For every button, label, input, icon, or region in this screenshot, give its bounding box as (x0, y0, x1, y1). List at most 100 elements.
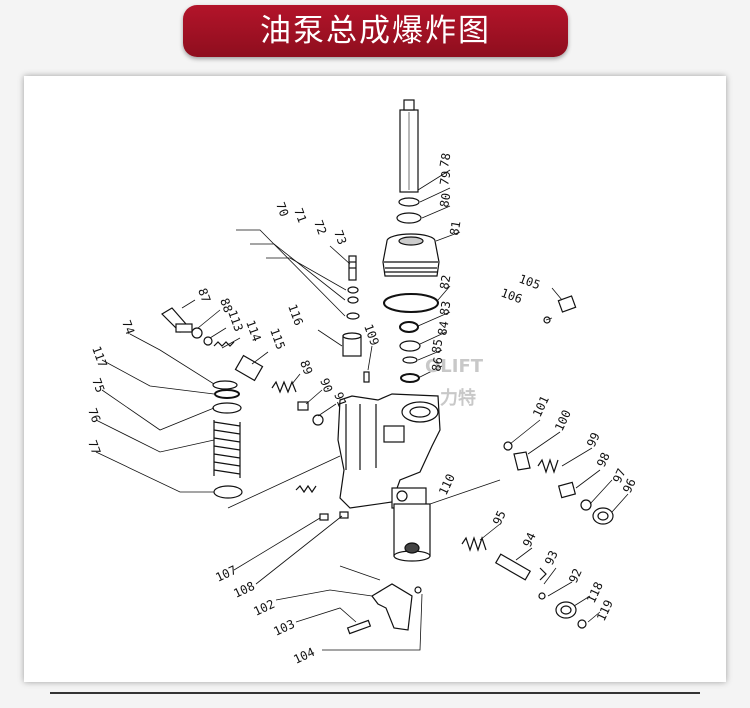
part-93 (539, 567, 547, 581)
part-72 (347, 286, 359, 294)
part-label-82: 82 (437, 274, 453, 291)
part-label-110: 110 (436, 472, 458, 498)
part-label-76: 76 (85, 406, 103, 424)
part-115 (234, 354, 264, 382)
part-label-78: 78 (437, 152, 453, 169)
part-label-89: 89 (297, 358, 315, 376)
part-74 (212, 380, 238, 390)
part-label-72: 72 (311, 218, 329, 236)
part-label-113: 113 (225, 308, 246, 333)
part-label-93: 93 (542, 548, 561, 567)
part-76 (213, 420, 241, 478)
part-label-115: 115 (267, 326, 288, 351)
part-90 (297, 401, 309, 411)
part-86 (400, 373, 420, 383)
part-label-81: 81 (447, 220, 463, 237)
part-103 (346, 619, 372, 635)
part-label-103: 103 (271, 617, 297, 639)
part-label-83: 83 (437, 300, 453, 317)
part-108 (339, 511, 349, 519)
part-102 (371, 583, 413, 631)
part-label-97: 97 (610, 466, 629, 485)
part-label-94: 94 (520, 530, 539, 549)
part-label-101: 101 (530, 394, 552, 420)
part-95 (461, 536, 487, 552)
part-label-96: 96 (620, 476, 639, 495)
part-label-116: 116 (285, 302, 306, 327)
part-99 (537, 458, 559, 474)
part-110 (393, 503, 431, 562)
part-label-87: 87 (195, 286, 213, 304)
part-104 (414, 586, 422, 594)
part-label-88: 88 (217, 296, 235, 314)
part-label-84: 84 (435, 320, 451, 337)
part-71 (347, 296, 359, 304)
part-label-92: 92 (566, 566, 585, 585)
part-96 (592, 507, 614, 525)
part-label-106: 106 (499, 286, 524, 307)
part-label-74: 74 (119, 318, 137, 336)
part-pump-body (337, 393, 441, 509)
part-label-86: 86 (429, 356, 445, 373)
part-label-114: 114 (243, 318, 264, 343)
part-shaft-78 (399, 99, 419, 193)
leader-lines (95, 169, 629, 651)
part-116 (342, 332, 362, 357)
part-label-95: 95 (490, 508, 509, 527)
part-84 (399, 340, 421, 352)
part-label-98: 98 (594, 450, 613, 469)
part-label-79: 79 (437, 170, 453, 187)
part-98 (557, 481, 577, 499)
page-title: 油泵总成爆炸图 (183, 5, 568, 57)
part-label-104: 104 (291, 645, 317, 667)
part-label-85: 85 (429, 338, 445, 355)
part-82 (383, 293, 439, 313)
part-87 (161, 307, 193, 333)
part-88 (191, 327, 203, 339)
part-label-100: 100 (552, 408, 574, 434)
part-label-108: 108 (231, 579, 257, 601)
part-79 (398, 197, 420, 207)
part-label-71: 71 (291, 206, 309, 224)
part-label-70: 70 (273, 200, 291, 218)
part-91 (312, 414, 324, 426)
part-label-102: 102 (251, 597, 277, 619)
part-label-91: 91 (331, 390, 349, 408)
part-117 (214, 389, 240, 399)
part-118 (555, 601, 577, 619)
bottom-divider (50, 692, 700, 694)
watermark-cjk: 力特 (440, 387, 476, 409)
part-94 (494, 553, 532, 581)
part-label-73: 73 (331, 228, 349, 246)
part-92 (538, 592, 546, 600)
part-85 (402, 356, 418, 364)
part-label-105: 105 (517, 272, 542, 293)
part-73 (348, 255, 357, 281)
part-80 (396, 212, 422, 224)
part-small-spring (295, 484, 317, 494)
part-83 (399, 321, 419, 333)
part-100 (513, 451, 531, 471)
part-89 (271, 380, 297, 394)
part-114 (213, 341, 235, 347)
part-81 (382, 233, 440, 277)
part-70 (346, 312, 360, 320)
part-labels: 78 79 80 81 82 83 84 85 86 70 71 72 73 8… (85, 152, 639, 667)
watermark-latin: OLIFT (425, 356, 484, 377)
part-label-77: 77 (85, 438, 103, 456)
part-label-80: 80 (437, 192, 453, 209)
part-label-99: 99 (584, 430, 603, 449)
part-label-90: 90 (317, 376, 335, 394)
diagram-panel (24, 76, 726, 682)
part-label-109: 109 (361, 322, 382, 347)
part-label-75: 75 (89, 376, 107, 394)
part-77 (213, 485, 243, 499)
part-113 (203, 336, 213, 346)
part-109 (363, 371, 370, 383)
part-97 (580, 499, 592, 511)
part-107 (319, 513, 329, 521)
part-119 (577, 619, 587, 629)
part-label-107: 107 (213, 563, 239, 585)
part-label-117: 117 (89, 344, 110, 369)
